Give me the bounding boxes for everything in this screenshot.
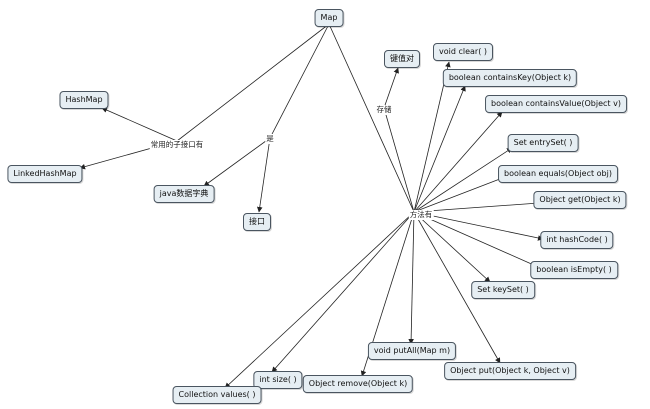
node-putAll[interactable]: void putAll(Map m) (367, 342, 457, 360)
edge-to-keySet (413, 211, 491, 283)
edge-to-clear (413, 61, 451, 213)
node-keySet[interactable]: Set keySet( ) (471, 281, 535, 299)
edge-to-kv-pair (383, 67, 399, 109)
node-equals[interactable]: boolean equals(Object obj) (498, 165, 618, 183)
edge-to-put (413, 211, 501, 364)
edge-to-containsKey (413, 85, 466, 213)
node-interface[interactable]: 接口 (243, 213, 271, 231)
edge-to-get (413, 200, 540, 213)
node-size[interactable]: int size( ) (253, 371, 303, 389)
link-label-methods: 方法有 (408, 210, 434, 220)
edge-map-is (269, 23, 330, 139)
link-label-subinterfaces: 常用的子接口有 (149, 140, 205, 150)
node-containsValue[interactable]: boolean containsValue(Object v) (485, 95, 627, 113)
node-put[interactable]: Object put(Object k, Object v) (444, 362, 576, 380)
edge-to-isEmpty (413, 211, 537, 267)
node-kv-pair[interactable]: 键值对 (384, 50, 420, 68)
edge-to-equals (413, 176, 506, 213)
node-containsKey[interactable]: boolean containsKey(Object k) (442, 69, 578, 87)
edge-map-subinterfaces (176, 23, 330, 142)
node-java-dict[interactable]: java数据字典 (153, 185, 215, 203)
edge-map-methods (328, 23, 415, 213)
node-linkedhashmap[interactable]: LinkedHashMap (7, 165, 83, 183)
node-get[interactable]: Object get(Object k) (533, 191, 627, 209)
node-hashCode[interactable]: int hashCode( ) (540, 231, 614, 249)
link-label-is: 是 (265, 134, 275, 144)
edge-to-interface (256, 137, 271, 213)
edge-to-containsValue (413, 111, 503, 213)
link-label-stores: 存储 (375, 105, 393, 115)
edge-to-putAll (408, 211, 415, 345)
node-hashmap[interactable]: HashMap (59, 91, 109, 109)
node-isEmpty[interactable]: boolean isEmpty( ) (530, 261, 618, 279)
node-entrySet[interactable]: Set entrySet( ) (507, 134, 579, 152)
edge-to-values (224, 211, 415, 389)
node-remove[interactable]: Object remove(Object k) (302, 375, 414, 393)
edge-to-java-dict (203, 137, 271, 187)
edge-to-entrySet (413, 147, 513, 213)
node-map[interactable]: Map (314, 9, 344, 27)
edge-methods-stores (383, 107, 415, 213)
edge-to-size (271, 211, 415, 373)
node-values[interactable]: Collection values( ) (172, 386, 262, 404)
edge-to-hashCode (413, 211, 544, 241)
edge-to-hashmap (101, 107, 178, 142)
node-clear[interactable]: void clear( ) (433, 43, 493, 61)
